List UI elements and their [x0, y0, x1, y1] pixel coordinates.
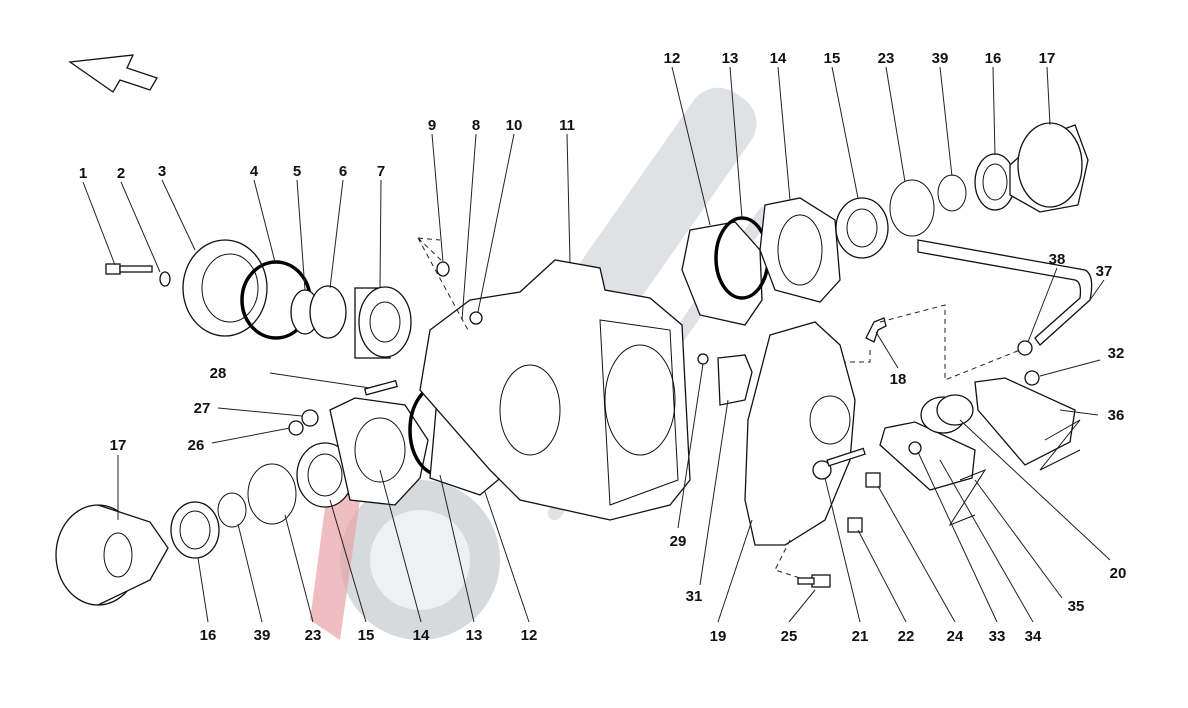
- part-bolt-25: [797, 574, 831, 588]
- callout-27: 27: [194, 400, 211, 417]
- part-stud-28: [363, 379, 398, 396]
- callout-16-top: 16: [985, 50, 1002, 67]
- callout-13-bottom: 13: [466, 627, 483, 644]
- callout-12-top: 12: [664, 50, 681, 67]
- part-plug-22: [847, 517, 863, 533]
- part-nut-27: [301, 409, 319, 427]
- part-housing-14-left: [329, 397, 429, 506]
- callout-11: 11: [559, 117, 575, 134]
- callout-21: 21: [852, 628, 869, 645]
- callout-7: 7: [377, 163, 385, 180]
- callout-19: 19: [710, 628, 727, 645]
- callout-9: 9: [428, 117, 436, 134]
- callout-3: 3: [158, 163, 166, 180]
- callout-20: 20: [1110, 565, 1127, 582]
- callout-14-top: 14: [770, 50, 787, 67]
- callout-32: 32: [1108, 345, 1125, 362]
- part-circlip-23-right: [889, 179, 935, 237]
- callout-33: 33: [989, 628, 1006, 645]
- direction-arrow-icon: [68, 54, 158, 93]
- part-mount-bracket-34: [879, 421, 976, 491]
- callout-34: 34: [1025, 628, 1042, 645]
- part-circlip-39-right: [937, 174, 967, 212]
- callout-25: 25: [781, 628, 798, 645]
- part-washer-2: [159, 271, 171, 287]
- callout-38: 38: [1049, 251, 1066, 268]
- callout-28: 28: [210, 365, 227, 382]
- part-seal-16-left: [170, 501, 220, 559]
- part-bearing-7: [354, 286, 412, 359]
- callout-1: 1: [79, 165, 87, 182]
- part-circlip-23-left: [247, 463, 297, 525]
- callout-14-bottom: 14: [413, 627, 430, 644]
- callout-5: 5: [293, 163, 301, 180]
- part-flange-17-left: [55, 504, 169, 606]
- part-housing-14-right: [759, 197, 841, 303]
- callout-24: 24: [947, 628, 964, 645]
- part-pipe-37: [917, 239, 1093, 346]
- callout-23-top: 23: [878, 50, 895, 67]
- callout-22: 22: [898, 628, 915, 645]
- part-flange-17-right: [1009, 122, 1089, 213]
- part-bracket-31: [717, 354, 753, 406]
- part-clip-35: [948, 419, 1081, 527]
- callout-31: 31: [686, 588, 703, 605]
- part-seal-16-right: [974, 153, 1016, 211]
- part-washer-26: [288, 420, 304, 436]
- callout-35: 35: [1068, 598, 1085, 615]
- callout-6: 6: [339, 163, 347, 180]
- part-nut-38: [1017, 340, 1033, 356]
- callout-13-top: 13: [722, 50, 739, 67]
- callout-17-top: 17: [1039, 50, 1056, 67]
- callout-4: 4: [250, 163, 259, 180]
- callout-36: 36: [1108, 407, 1125, 424]
- part-circlip-39-left: [217, 492, 247, 528]
- callout-8: 8: [472, 117, 480, 134]
- part-bolt-1: [105, 263, 153, 275]
- callout-17-left: 17: [110, 437, 127, 454]
- part-fitting-18: [865, 317, 887, 343]
- callout-10: 10: [506, 117, 523, 134]
- part-rubber-mount-20: [920, 394, 974, 434]
- part-bracket-36: [974, 377, 1076, 466]
- callout-12-bottom: 12: [521, 627, 538, 644]
- part-seal-5-6: [290, 285, 347, 339]
- callout-39-top: 39: [932, 50, 949, 67]
- callout-15-bottom: 15: [358, 627, 375, 644]
- callout-23-bottom: 23: [305, 627, 322, 644]
- callout-16-bottom: 16: [200, 627, 217, 644]
- part-screw-29: [697, 353, 709, 365]
- callout-37: 37: [1096, 263, 1113, 280]
- part-washer-33: [908, 441, 922, 455]
- part-side-cover-19: [744, 321, 856, 546]
- callout-39-bottom: 39: [254, 627, 271, 644]
- callout-labels: 1 2 3 4 5 6 7 9 8 10 11 12 13 14 15 23 3…: [79, 50, 1127, 645]
- callout-15-top: 15: [824, 50, 841, 67]
- leader-lines: [82, 66, 1111, 623]
- part-plug-24: [865, 472, 881, 488]
- part-cover-3: [182, 239, 268, 337]
- callout-18: 18: [890, 371, 907, 388]
- callout-26: 26: [188, 437, 205, 454]
- part-bearing-15-right: [835, 197, 889, 259]
- part-bolt-21: [812, 447, 866, 480]
- callout-29: 29: [670, 533, 687, 550]
- part-gearbox-case-11: [419, 259, 691, 521]
- callout-2: 2: [117, 165, 125, 182]
- part-plug-9: [436, 261, 450, 277]
- part-nut-32: [1024, 370, 1040, 386]
